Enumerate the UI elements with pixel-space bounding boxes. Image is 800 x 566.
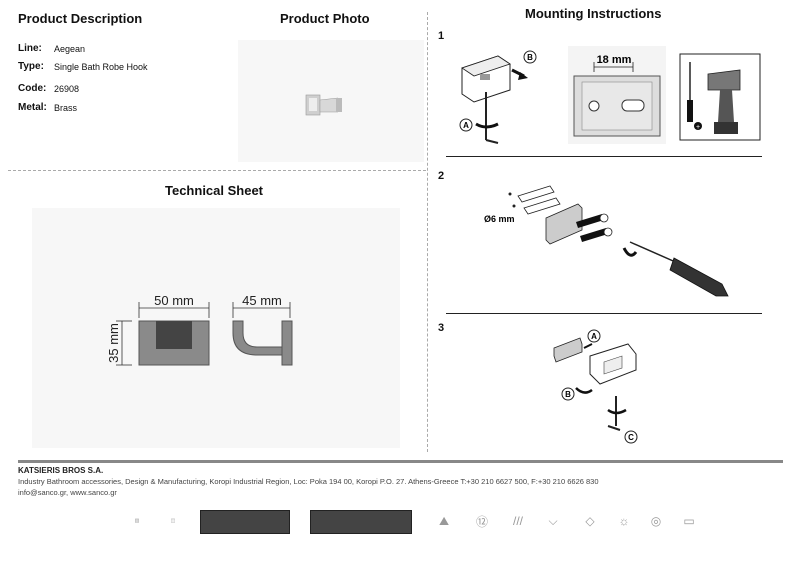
drill-size-label: Ø6 mm <box>484 214 515 224</box>
left-section-divider <box>8 170 426 171</box>
center-divider <box>427 12 428 452</box>
footer-contact: info@sanco.gr, www.sanco.gr <box>18 488 117 497</box>
technical-sheet-heading: Technical Sheet <box>165 183 264 198</box>
quality-check-icon: ◇ <box>585 514 595 528</box>
scratch-resistant-icon: /// <box>512 514 523 528</box>
hole-spacing-label: 18 mm <box>597 54 632 66</box>
code-value: 26908 <box>54 84 80 94</box>
hygiene-icon: ⛰ <box>438 513 450 528</box>
quality-badge-icon: ◫ <box>170 518 176 524</box>
product-photo-title: Product Photo <box>280 11 370 26</box>
step1-callout-a: A <box>463 121 469 130</box>
metal-label: Metal: <box>18 102 47 113</box>
step-2-separator <box>446 313 762 314</box>
product-photo <box>238 40 424 162</box>
step-2-number: 2 <box>438 170 445 182</box>
step-2-illustration: Ø6 mm <box>470 178 760 306</box>
metal-value: Brass <box>54 103 78 113</box>
mounting-title: Mounting Instructions <box>525 6 662 21</box>
warranty-icon: ⑫ <box>475 514 488 529</box>
robe-hook-photo <box>305 94 342 116</box>
dim-depth-label: 45 mm <box>242 293 282 308</box>
step1-callout-b: B <box>527 53 533 62</box>
step-1-separator <box>446 156 762 157</box>
technical-drawing-svg: 50 mm 35 mm 45 mm <box>106 293 293 366</box>
wall-mounted-icon: ⌵ <box>548 513 558 528</box>
chrome-finish-icon: ☼ <box>618 514 630 528</box>
step-3-number: 3 <box>438 322 445 334</box>
dim-width-label: 50 mm <box>154 293 194 308</box>
technical-drawing: 50 mm 35 mm 45 mm <box>32 208 400 448</box>
step3-callout-b: B <box>565 390 571 399</box>
footer-divider <box>18 460 783 463</box>
iso-9001-badge <box>200 510 290 534</box>
step-1-number: 1 <box>438 30 445 42</box>
eco-icon: ◎ <box>650 514 662 528</box>
dim-height-label: 35 mm <box>106 323 121 363</box>
footer-company: KATSIERIS BROS S.A. <box>18 466 104 475</box>
hotel-icon: ▥ <box>134 518 140 524</box>
iso-14001-badge <box>310 510 412 534</box>
code-label: Code: <box>18 83 47 94</box>
type-label: Type: <box>18 61 44 72</box>
product-description-title: Product Description <box>18 11 143 26</box>
svg-text:+: + <box>696 124 700 131</box>
bath-icon: ▭ <box>683 514 695 528</box>
line-label: Line: <box>18 43 42 54</box>
line-value: Aegean <box>54 44 86 54</box>
step-3-illustration: A B C <box>540 326 660 446</box>
step3-callout-a: A <box>591 332 597 341</box>
step3-callout-c: C <box>628 433 634 442</box>
footer-address: Industry Bathroom accessories, Design & … <box>18 477 599 486</box>
type-value: Single Bath Robe Hook <box>54 62 148 72</box>
step-1-illustration: A B 18 mm + <box>450 40 770 148</box>
